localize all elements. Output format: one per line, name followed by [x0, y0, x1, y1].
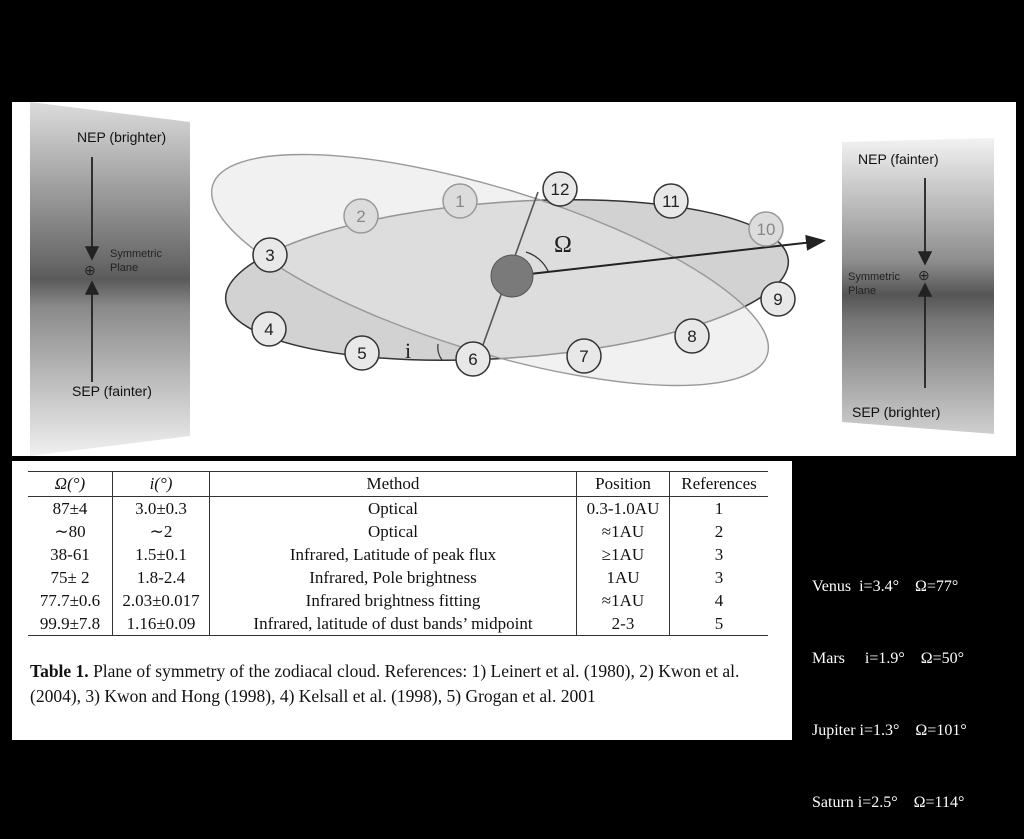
table-cell: Infrared, Latitude of peak flux [209, 543, 577, 566]
orbit-marker-label: 9 [773, 290, 782, 309]
earth-symbol: ⊕ [84, 262, 96, 278]
orbit-marker-label: 1 [455, 192, 464, 211]
sun-icon [490, 254, 534, 298]
orbit-marker-label: 6 [468, 350, 477, 369]
omega-arc [525, 251, 549, 272]
zodiacal-symmetry-table: Ω(°) i(°) Method Position References 87±… [28, 471, 768, 636]
orbit-marker-label: 7 [579, 347, 588, 366]
orbit-marker-label: 8 [687, 327, 696, 346]
inclination-arc [437, 343, 443, 361]
orbit-marker-circle [566, 338, 602, 374]
table-cell: 0.3-1.0AU [576, 496, 670, 520]
orbit-marker-circle [748, 211, 784, 247]
header-inclination: i(°) [112, 471, 210, 497]
table-cell: 1.16±0.09 [112, 612, 210, 636]
table-panel: Ω(°) i(°) Method Position References 87±… [12, 461, 792, 740]
orbit-marker-circle [251, 311, 287, 347]
caption-text: Plane of symmetry of the zodiacal cloud.… [30, 661, 740, 706]
table-cell: 1.5±0.1 [112, 543, 210, 566]
table-cell: Optical [209, 496, 577, 520]
planet-line-jupiter: Jupiter i=1.3° Ω=101° [812, 722, 967, 739]
reference-direction-arrow [511, 234, 826, 277]
orbit-marker-label: 11 [662, 192, 680, 211]
orbit-marker-circle [653, 183, 689, 219]
table-cell: 77.7±0.6 [39, 590, 101, 610]
orbit-marker-label: 4 [264, 320, 273, 339]
orbit-marker-circle [343, 198, 379, 234]
earth-symbol-right: ⊕ [918, 267, 930, 283]
table-cell: 2.03±0.017 [112, 589, 210, 612]
omega-label: Ω [554, 232, 572, 258]
table-cell: Infrared, latitude of dust bands’ midpoi… [209, 612, 577, 636]
table-cell: 87±4 [52, 498, 88, 518]
table-cell: 75± 2 [50, 567, 90, 587]
orbit-marker-label: 5 [357, 344, 366, 363]
left-nep-label: NEP (brighter) [77, 129, 166, 145]
planet-line-venus: Venus i=3.4° Ω=77° [812, 578, 959, 595]
table-cell: Optical [209, 520, 577, 543]
header-position: Position [576, 471, 670, 497]
orbit-marker-circle [455, 341, 491, 377]
inclination-label: i [405, 338, 411, 363]
orbit-marker-circle [542, 171, 578, 207]
table-cell: ≥1AU [576, 543, 670, 566]
caption-label: Table 1. [30, 661, 89, 681]
table-caption: Table 1. Plane of symmetry of the zodiac… [30, 659, 770, 709]
table-cell: 99.9±7.8 [28, 612, 113, 636]
table-cell: 3 [669, 543, 768, 566]
right-nep-label: NEP (fainter) [858, 151, 939, 167]
table-cell: ∼2 [112, 520, 210, 543]
table-cell: Infrared brightness fitting [209, 589, 577, 612]
table-cell: 5 [669, 612, 768, 636]
header-references: References [669, 471, 768, 497]
header-omega: Ω(°) [28, 471, 113, 497]
right-plane-label-1: Symmetric [848, 271, 900, 283]
orbit-marker-label: 10 [757, 220, 776, 239]
left-gradient-panel [30, 102, 190, 456]
right-sep-label: SEP (brighter) [852, 404, 940, 420]
orbit-marker-label: 2 [356, 207, 365, 226]
table-header-row: Ω(°) i(°) Method Position References [28, 471, 768, 497]
zodiacal-cloud-diagram: NEP (brighter) ⊕ Symmetric Plane SEP (fa… [30, 102, 994, 456]
planet-line-mars: Mars i=1.9° Ω=50° [812, 650, 965, 667]
orbit-marker-circle [252, 237, 288, 273]
table-cell: 1AU [576, 566, 670, 589]
table-cell: 2 [669, 520, 768, 543]
orbit-marker-label: 3 [265, 246, 274, 265]
orbit-marker-circle [442, 183, 478, 219]
left-plane-label-1: Symmetric [110, 248, 162, 260]
table-cell: ≈1AU [576, 589, 670, 612]
table-cell: 4 [669, 589, 768, 612]
table-cell: 2-3 [576, 612, 670, 636]
table-cell: 3 [669, 566, 768, 589]
table-cell: Infrared, Pole brightness [209, 566, 577, 589]
orbit-marker-circle [674, 318, 710, 354]
orbit-marker-label: 12 [551, 180, 570, 199]
zodiacal-diagram-panel: NEP (brighter) ⊕ Symmetric Plane SEP (fa… [12, 102, 1016, 456]
table-cell: 38-61 [50, 544, 90, 564]
planet-parameters: Venus i=3.4° Ω=77° Mars i=1.9° Ω=50° Jup… [812, 527, 967, 839]
left-plane-label-2: Plane [110, 262, 138, 274]
table-cell: ∼80 [54, 521, 86, 541]
header-method: Method [209, 471, 577, 497]
right-plane-label-2: Plane [848, 285, 876, 297]
planet-line-saturn: Saturn i=2.5° Ω=114° [812, 794, 965, 811]
left-sep-label: SEP (fainter) [72, 383, 152, 399]
table-cell: 3.0±0.3 [112, 496, 210, 520]
orbit-marker-circle [344, 335, 380, 371]
orbit-marker-circle [760, 281, 796, 317]
table-cell: 1.8-2.4 [112, 566, 210, 589]
table-cell: ≈1AU [576, 520, 670, 543]
table-cell: 1 [669, 496, 768, 520]
